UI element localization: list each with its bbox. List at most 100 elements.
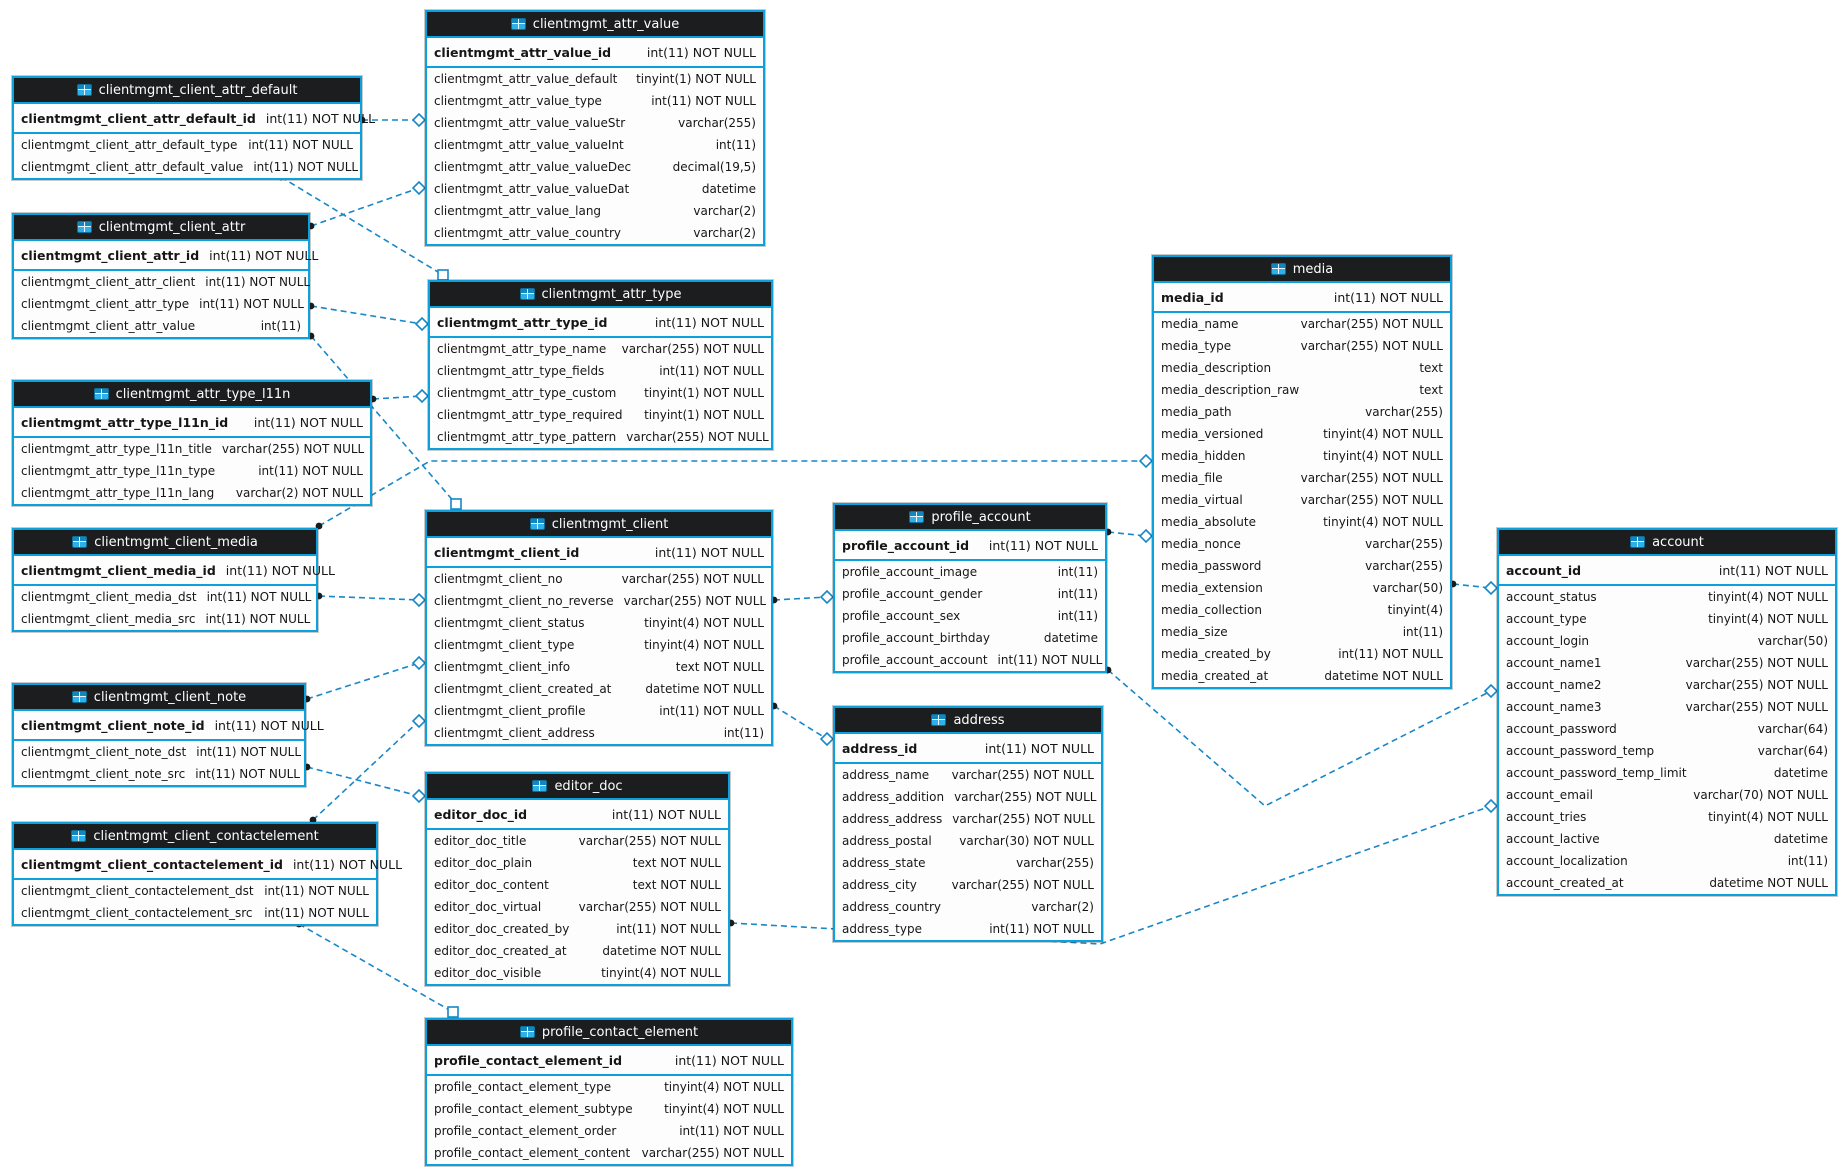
column-type: tinyint(4) NOT NULL (1708, 590, 1828, 604)
column-name: account_name3 (1506, 700, 1602, 714)
column-type: text (1419, 361, 1443, 375)
relation-target-diamond (1483, 683, 1499, 699)
table-profile_contact_element[interactable]: profile_contact_element profile_contact_e… (425, 1018, 793, 1166)
column-name: profile_account_birthday (842, 631, 990, 645)
relation-target-diamond (1138, 453, 1154, 469)
table-header[interactable]: clientmgmt_attr_value (427, 12, 763, 38)
relationship-clientmgmt_client_contactelement--clientmgmt_client[interactable] (309, 713, 427, 824)
table-icon (529, 518, 545, 530)
relation-target-diamond (414, 316, 430, 332)
table-icon (93, 388, 109, 400)
relationship-profile_account--account[interactable] (1104, 666, 1499, 807)
column-name: media_virtual (1161, 493, 1243, 507)
table-title: clientmgmt_attr_type_l11n (115, 386, 291, 402)
column-name: address_name (842, 768, 930, 782)
table-header[interactable]: clientmgmt_client_contactelement (14, 824, 376, 850)
table-header[interactable]: clientmgmt_client_attr_default (14, 78, 360, 104)
table-icon (519, 288, 535, 300)
column-type: varchar(255) (1016, 856, 1094, 870)
column-type: int(11) NOT NULL (209, 247, 319, 263)
table-header[interactable]: clientmgmt_client_attr (14, 215, 308, 241)
table-clientmgmt_client_contactelement[interactable]: clientmgmt_client_contactelement clientmg… (12, 822, 402, 926)
column-type: tinyint(4) NOT NULL (1708, 810, 1828, 824)
column-type: varchar(255) (1365, 559, 1443, 573)
relation-target-diamond (411, 788, 427, 804)
column-type: tinyint(1) NOT NULL (644, 386, 764, 400)
column-name: profile_contact_element_type (434, 1080, 612, 1094)
table-header[interactable]: editor_doc (427, 774, 728, 800)
relation-target-diamond (1483, 798, 1499, 814)
table-title: profile_contact_element (541, 1024, 699, 1040)
column-name: account_password (1506, 722, 1617, 736)
table-header[interactable]: clientmgmt_client (427, 512, 771, 538)
column-type: int(11) NOT NULL (258, 464, 363, 478)
column-name: address_country (842, 900, 942, 914)
column-type: varchar(255) NOT NULL (951, 768, 1094, 782)
table-clientmgmt_client_attr_default[interactable]: clientmgmt_client_attr_default clientmgmt… (12, 76, 375, 180)
table-header[interactable]: account (1499, 530, 1835, 556)
column-type: int(11) (1057, 587, 1098, 601)
table-icon (72, 536, 88, 548)
column-type: int(11) NOT NULL (984, 740, 1094, 756)
table-title: clientmgmt_client_contactelement (93, 828, 319, 844)
column-name: account_localization (1506, 854, 1628, 868)
table-header[interactable]: clientmgmt_attr_type_l11n (14, 382, 370, 408)
table-header[interactable]: clientmgmt_client_media (14, 530, 316, 556)
column-name: profile_account_gender (842, 587, 983, 601)
column-name: profile_contact_element_content (434, 1146, 631, 1160)
table-title: clientmgmt_client_note (93, 689, 247, 705)
column-type: varchar(64) (1757, 722, 1828, 736)
relation-target-diamond (1483, 580, 1499, 596)
table-header[interactable]: profile_account (835, 505, 1105, 531)
column-type: varchar(2) (1031, 900, 1094, 914)
column-name: clientmgmt_attr_type_pattern (437, 430, 617, 444)
table-header[interactable]: clientmgmt_attr_type (430, 282, 771, 308)
table-header[interactable]: address (835, 708, 1101, 734)
column-name: clientmgmt_client_attr_default_id (21, 110, 256, 126)
column-name: media_id (1161, 289, 1224, 305)
table-header[interactable]: clientmgmt_client_note (14, 685, 304, 711)
table-header[interactable]: profile_contact_element (427, 1020, 791, 1046)
column-type: int(11) (1402, 625, 1443, 639)
column-name: account_status (1506, 590, 1597, 604)
table-header[interactable]: media (1154, 257, 1450, 283)
column-name: clientmgmt_client_info (434, 660, 571, 674)
column-type: int(11) NOT NULL (654, 544, 764, 560)
column-name: account_password_temp_limit (1506, 766, 1687, 780)
relation-target-square (450, 498, 462, 510)
table-clientmgmt_attr_type[interactable]: clientmgmt_attr_type clientmgmt_attr_type… (428, 280, 773, 450)
relation-target-diamond (411, 112, 427, 128)
column-type: int(11) NOT NULL (1338, 647, 1443, 661)
